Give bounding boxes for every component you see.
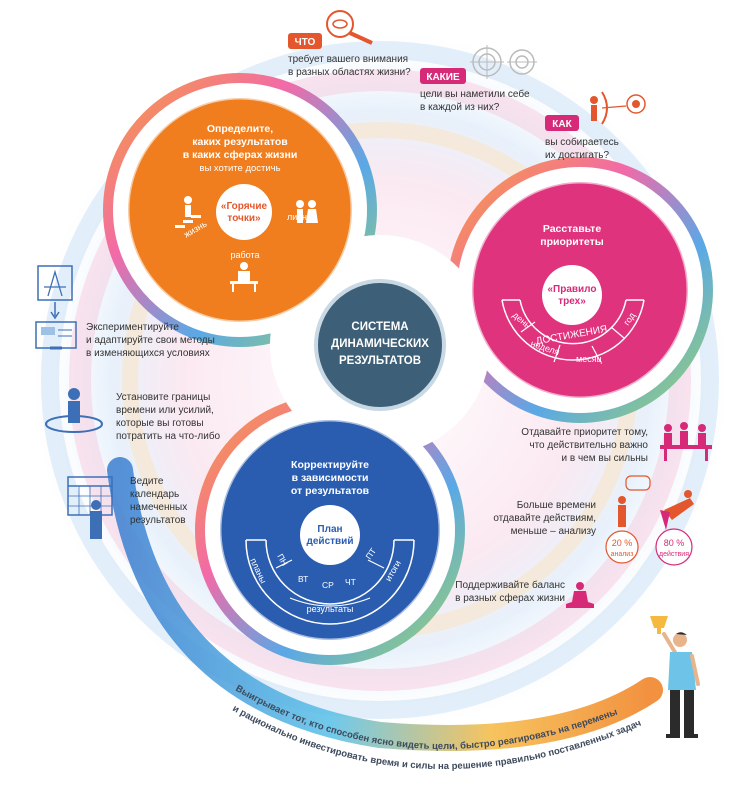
winner-trophy-figure: [650, 616, 700, 738]
action-pct: 80 %: [664, 538, 685, 548]
team-meeting-icon: [660, 422, 712, 461]
rule-of-three-center: [542, 265, 602, 325]
note-experiment: Экспериментируйте и адаптируйте свои мет…: [35, 265, 215, 359]
action-plan-label-1: План: [317, 524, 342, 535]
blue-module: Корректируйте в зависимости от результат…: [218, 418, 442, 642]
couple-icon: [296, 200, 318, 223]
calendar-text-1: Ведите: [130, 476, 164, 487]
priority-text-2: что действительно важно: [529, 440, 648, 451]
how-text-2: их достигать?: [545, 150, 609, 161]
action-badge: [655, 528, 693, 566]
note-time: Больше времени отдавайте действиям, мень…: [493, 475, 694, 566]
rule-of-three-label-2: трех»: [558, 296, 586, 307]
thinking-person-icon: [618, 475, 651, 527]
note-balance: Поддерживайте баланс в разных сферах жиз…: [455, 579, 594, 608]
pink-module: Расставьте приоритеты «Правило трех» ден…: [470, 180, 690, 400]
time-text-3: меньше – анализу: [511, 526, 596, 537]
calendar-text-3: намеченных: [130, 502, 187, 513]
eye-magnifier-icon: [326, 10, 373, 45]
orange-module: Определите, каких результатов в каких сф…: [126, 96, 354, 324]
desk-worker-icon: [230, 262, 258, 292]
experiment-text-2: и адаптируйте свои методы: [86, 335, 215, 346]
balance-text-2: в разных сферах жизни: [455, 592, 565, 604]
note-limits: Установите границы времени или усилий, к…: [45, 388, 221, 442]
person-stairs-icon: [175, 196, 201, 228]
limits-text-2: времени или усилий,: [116, 405, 214, 416]
person-boundary-icon: [45, 388, 103, 433]
note-calendar: Ведите календарь намеченных результатов: [67, 476, 187, 539]
note-priority: Отдавайте приоритет тому, что действител…: [521, 422, 712, 464]
blue-title-2: в зависимости: [292, 472, 369, 484]
pink-title-1: Расставьте: [543, 223, 601, 235]
swirl-ring-blue: [41, 41, 719, 719]
time-text-2: отдавайте действиям,: [493, 513, 596, 524]
experiment-text-3: в изменяющихся условиях: [86, 348, 210, 359]
blue-title-1: Корректируйте: [291, 459, 369, 471]
priority-text-1: Отдавайте приоритет тому,: [521, 427, 648, 438]
blue-outer-arc: [245, 539, 415, 625]
day-thu: ЧТ: [345, 577, 356, 587]
bottom-swoosh: [107, 457, 663, 751]
blueprint-monitor-icon: [35, 265, 77, 350]
center-title-1: СИСТЕМА: [351, 321, 408, 333]
day-tue: ВТ: [298, 574, 308, 584]
pink-inner-arc: [519, 299, 627, 345]
calendar-text-4: результатов: [130, 515, 186, 526]
what-text-1: требует вашего внимания: [288, 53, 408, 65]
crosshair-target-icon: [470, 45, 537, 79]
note-what: ЧТО требует вашего внимания в разных обл…: [288, 10, 411, 78]
personal-label: личное: [287, 212, 317, 222]
orange-title-1: Определите,: [207, 123, 273, 135]
which-text-1: цели вы наметили себе: [420, 88, 530, 100]
hot-spots-label-1: «Горячие: [221, 201, 268, 212]
center-title-3: РЕЗУЛЬТАТОВ: [339, 355, 421, 367]
note-how: КАК вы собираетесь их достигать?: [545, 91, 646, 161]
balance-text-1: Поддерживайте баланс: [455, 579, 565, 591]
orange-title-4: вы хотите достичь: [199, 163, 280, 174]
swirl-ring-pink: [69, 69, 691, 691]
calendar-text-2: календарь: [130, 489, 179, 500]
time-text-1: Больше времени: [517, 500, 596, 511]
orange-title-2: каких результатов: [192, 136, 288, 148]
which-text-2: в каждой из них?: [420, 102, 500, 113]
analysis-pct: 20 %: [612, 538, 633, 548]
orange-title-3: в каких сферах жизни: [183, 149, 298, 161]
how-text-1: вы собираетесь: [545, 136, 619, 148]
action-plan-center: [300, 505, 360, 565]
center-title-2: ДИНАМИЧЕСКИХ: [331, 338, 429, 350]
how-tag: КАК: [552, 119, 572, 130]
summary-label: результаты: [307, 604, 354, 614]
center-disc: [316, 281, 444, 409]
summary-arrow: [289, 597, 371, 607]
meditation-icon: [566, 582, 594, 608]
work-label: работа: [231, 250, 260, 260]
experiment-text-1: Экспериментируйте: [86, 322, 179, 333]
seg-month: месяц: [576, 354, 602, 364]
action-label: действия: [659, 550, 689, 558]
hot-spots-center: [216, 184, 272, 240]
action-plan-label-2: действий: [307, 536, 354, 547]
limits-text-1: Установите границы: [116, 392, 210, 403]
limits-text-3: которые вы готовы: [116, 418, 204, 429]
which-tag: КАКИЕ: [426, 72, 460, 83]
pink-outer-arc: [501, 299, 645, 361]
day-wed: СР: [322, 580, 334, 590]
what-tag: ЧТО: [295, 37, 316, 48]
pink-title-2: приоритеты: [540, 236, 603, 248]
center-hub: СИСТЕМА ДИНАМИЧЕСКИХ РЕЗУЛЬТАТОВ: [314, 279, 446, 411]
hot-spots-label-2: точки»: [227, 213, 261, 224]
priority-text-3: и в чем вы сильны: [562, 453, 649, 464]
what-text-2: в разных областях жизни?: [288, 66, 411, 78]
blue-title-3: от результатов: [291, 485, 370, 497]
flying-hero-icon: [660, 490, 694, 530]
analysis-label: анализ: [611, 551, 634, 558]
analysis-badge: [605, 530, 639, 564]
blue-inner-arc: [265, 539, 395, 605]
calendar-icon: [67, 476, 113, 539]
limits-text-4: потратить на что-либо: [116, 430, 221, 442]
archer-icon: [590, 91, 646, 125]
rule-of-three-label-1: «Правило: [547, 284, 596, 295]
note-which: КАКИЕ цели вы наметили себе в каждой из …: [420, 45, 537, 113]
